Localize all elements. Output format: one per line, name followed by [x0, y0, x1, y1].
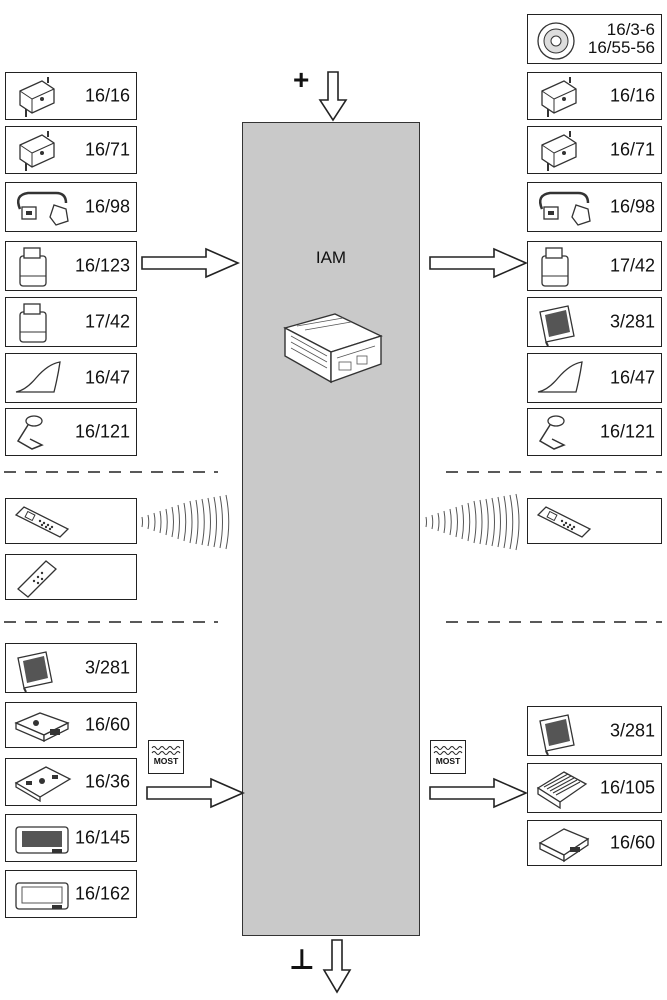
left-input-1: 16/71	[5, 126, 137, 174]
most-wave-icon	[433, 746, 463, 755]
right-output-1: 16/16	[527, 72, 662, 120]
right-output-7: 16/121	[527, 408, 662, 456]
most-badge-right: MOST	[430, 740, 466, 774]
screen-icon	[15, 882, 69, 910]
right-most-0: 3/281	[527, 706, 662, 756]
left-remote-0	[5, 498, 137, 544]
control-unit-icon	[538, 828, 590, 863]
left-input-6: 16/121	[5, 408, 137, 456]
component-label: 16/36	[84, 771, 130, 792]
right-output-0: 16/3-6 16/55-56	[527, 14, 662, 64]
most-badge-left: MOST	[148, 740, 184, 774]
display-unit-icon	[539, 714, 575, 755]
module-unit-icon	[19, 303, 47, 343]
component-label: 16/16	[84, 85, 130, 106]
left-input-3: 16/123	[5, 241, 137, 291]
left-input-arrow	[141, 247, 240, 279]
right-most-2: 16/60	[527, 820, 662, 866]
left-most-0: 3/281	[5, 643, 137, 693]
right-output-2: 16/71	[527, 126, 662, 174]
right-output-arrow	[429, 247, 528, 279]
positive-supply-symbol: +	[293, 64, 310, 95]
right-most-1: 16/105	[527, 763, 662, 813]
most-label: MOST	[153, 756, 179, 766]
antenna-amplifier-icon	[541, 77, 577, 117]
component-label: 16/162	[74, 883, 130, 904]
component-label: 16/98	[84, 196, 130, 217]
control-unit-icon	[14, 766, 72, 803]
usb-connector-icon	[539, 191, 591, 226]
remote-control-icon	[17, 560, 57, 598]
remote-control-icon	[14, 506, 70, 538]
module-label: IAM	[315, 248, 347, 267]
component-label: 17/42	[84, 311, 130, 332]
most-wave-icon	[151, 746, 181, 755]
antenna-amplifier-icon	[19, 131, 55, 171]
component-label-line-1: 16/3-6	[606, 20, 655, 39]
left-most-3: 16/145	[5, 814, 137, 862]
supply-arrow-top	[318, 71, 348, 122]
usb-connector-icon	[17, 191, 69, 226]
left-input-4: 17/42	[5, 297, 137, 347]
component-label: 16/98	[609, 196, 655, 217]
component-label: 17/42	[609, 255, 655, 276]
shark-fin-antenna-icon	[15, 361, 61, 393]
left-input-5: 16/47	[5, 353, 137, 403]
module-unit-icon	[19, 247, 47, 287]
ground-arrow-bottom	[322, 939, 352, 994]
microphone-icon	[538, 415, 566, 450]
display-unit-icon	[539, 305, 575, 346]
head-unit-icon	[283, 313, 383, 384]
component-label: 16/3-6 16/55-56	[588, 21, 655, 57]
component-label-line-2: 16/55-56	[587, 38, 655, 57]
right-remote-0	[527, 498, 662, 544]
speaker-icon	[537, 22, 575, 60]
antenna-amplifier-icon	[19, 77, 55, 117]
component-label: 3/281	[84, 657, 130, 678]
component-label: 16/60	[84, 714, 130, 735]
left-most-arrow	[146, 777, 245, 809]
module-unit-icon	[541, 247, 569, 287]
right-output-5: 3/281	[527, 297, 662, 347]
most-label: MOST	[435, 756, 461, 766]
component-label: 16/71	[609, 139, 655, 160]
component-label: 16/47	[84, 367, 130, 388]
left-most-1: 16/60	[5, 702, 137, 748]
right-output-4: 17/42	[527, 241, 662, 291]
left-remote-1	[5, 554, 137, 600]
right-most-arrow	[429, 777, 528, 809]
ir-signal-right	[425, 493, 520, 551]
component-label: 16/105	[599, 777, 655, 798]
component-label: 3/281	[609, 311, 655, 332]
iam-module: IAM	[242, 122, 420, 936]
antenna-amplifier-icon	[541, 131, 577, 171]
right-output-6: 16/47	[527, 353, 662, 403]
ir-signal-left	[141, 494, 230, 550]
screen-icon	[15, 826, 69, 854]
component-label: 16/121	[74, 421, 130, 442]
display-unit-icon	[17, 651, 53, 692]
right-output-3: 16/98	[527, 182, 662, 232]
component-label: 16/16	[609, 85, 655, 106]
microphone-icon	[16, 415, 44, 450]
component-label: 16/47	[609, 367, 655, 388]
left-most-2: 16/36	[5, 758, 137, 806]
component-label: 16/60	[609, 832, 655, 853]
remote-control-icon	[536, 506, 592, 538]
shark-fin-antenna-icon	[537, 361, 583, 393]
component-label: 16/121	[599, 421, 655, 442]
left-input-0: 16/16	[5, 72, 137, 120]
component-label: 16/145	[74, 827, 130, 848]
component-label: 3/281	[609, 720, 655, 741]
component-label: 16/71	[84, 139, 130, 160]
control-unit-icon	[14, 712, 70, 743]
left-most-4: 16/162	[5, 870, 137, 918]
component-label: 16/123	[74, 255, 130, 276]
left-input-2: 16/98	[5, 182, 137, 232]
amplifier-icon	[536, 771, 588, 810]
ground-symbol: ⊥	[289, 944, 315, 975]
